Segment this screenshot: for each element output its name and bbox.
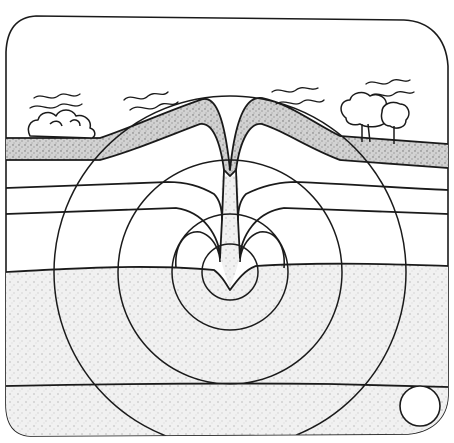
corner-circle	[400, 386, 440, 426]
